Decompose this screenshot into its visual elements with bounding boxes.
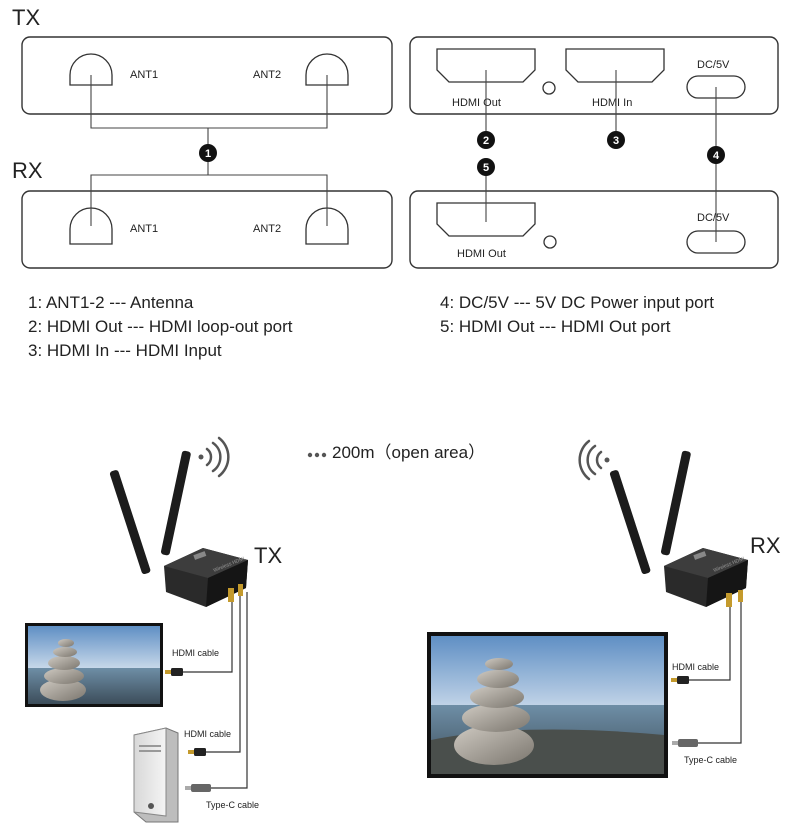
tx-hdmi-out-port [436,48,536,83]
tx-monitor [25,623,163,707]
marker-2: 2 [477,131,495,149]
wifi-signal-left-icon [578,439,610,481]
svg-text:5: 5 [483,162,489,174]
tx-led-indicator [542,81,556,95]
rx-antenna-right [661,450,691,556]
legend-item-4: 4: DC/5V --- 5V DC Power input port [440,293,714,312]
rx-dc-label: DC/5V [697,212,730,224]
wifi-signal-right-icon [198,436,230,478]
tx-dc-label: DC/5V [697,59,730,71]
marker-3: 3 [607,131,625,149]
rx-hdmi-out-label: HDMI Out [457,248,506,260]
legend-item-5: 5: HDMI Out --- HDMI Out port [440,317,671,336]
tx-title: TX [12,5,40,30]
svg-text:2: 2 [483,135,489,147]
tx-hdmi-cable-label-1: HDMI cable [172,648,219,658]
tx-antenna-panel: ANT1 ANT2 [21,36,393,115]
svg-text:4: 4 [713,150,720,162]
tx-ant1-connector [69,53,113,86]
legend-item-2: 2: HDMI Out --- HDMI loop-out port [28,317,293,336]
dots-icon [307,452,327,458]
svg-text:3: 3 [613,135,619,147]
tx-hdmi-cable-label-2: HDMI cable [184,729,231,739]
tx-ant2-connector [305,53,349,86]
tx-hdmi-out-label: HDMI Out [452,97,501,109]
rx-typec-cable-label: Type-C cable [684,755,737,765]
marker-4: 4 [707,146,725,164]
legend-right: 4: DC/5V --- 5V DC Power input port 5: H… [440,293,714,336]
tx-device: Wireless HDMI [109,450,248,607]
svg-text:1: 1 [205,148,211,160]
tx-device-label: TX [254,543,282,568]
rx-hdmi-cable-label: HDMI cable [672,662,719,672]
rx-tv [427,632,668,778]
legend-item-3: 3: HDMI In --- HDMI Input [28,341,222,360]
legend-left: 1: ANT1-2 --- Antenna 2: HDMI Out --- HD… [28,293,293,360]
marker-1: 1 [199,144,217,162]
rx-port-panel: HDMI Out DC/5V [409,190,779,269]
tx-cables [165,592,248,792]
rx-ant1-label: ANT1 [130,223,158,235]
tx-port-panel: HDMI Out HDMI In DC/5V [409,36,779,115]
rx-led-indicator [543,235,557,249]
tx-ant2-label: ANT2 [253,69,281,81]
tx-hdmi-in-label: HDMI In [592,97,632,109]
rx-antenna-left [609,470,651,575]
rx-title: RX [12,158,43,183]
distance-label: 200m（open area） [332,443,485,462]
legend-item-1: 1: ANT1-2 --- Antenna [28,293,194,312]
tx-antenna-left [109,470,151,575]
tx-antenna-right [161,450,191,556]
rx-cables [671,602,742,747]
tx-typec-cable-label: Type-C cable [206,800,259,810]
rx-antenna-panel: ANT1 ANT2 [21,190,393,269]
rx-device: Wireless HDMI [609,450,748,607]
rx-device-label: RX [750,533,781,558]
tx-hdmi-in-port [565,48,665,83]
marker-5: 5 [477,158,495,176]
marker-leaders [485,70,717,242]
tx-ant1-label: ANT1 [130,69,158,81]
rx-ant2-label: ANT2 [253,223,281,235]
pc-tower [133,727,179,823]
